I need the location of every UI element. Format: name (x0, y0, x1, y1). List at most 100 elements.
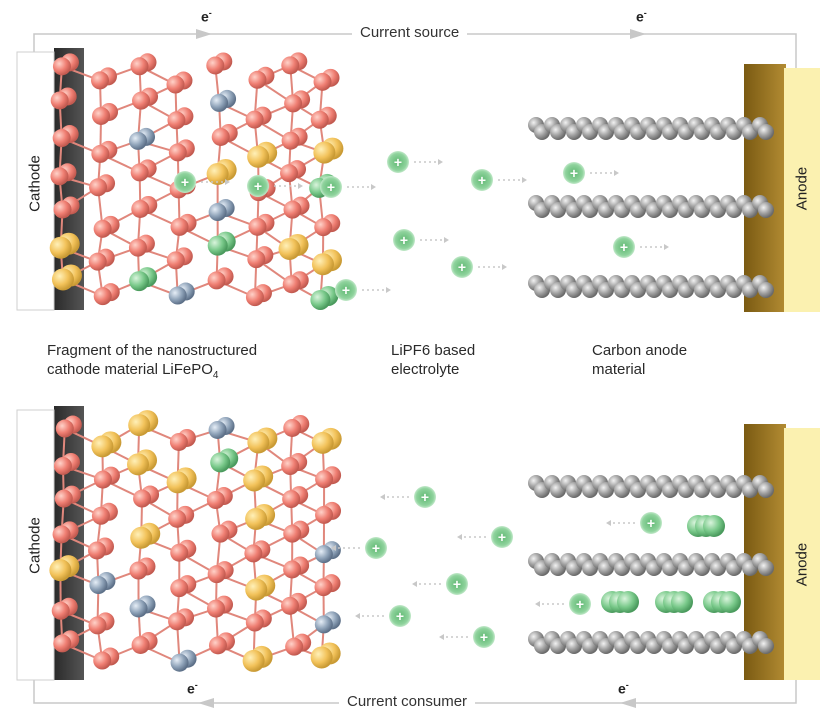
bottom-electron-label-right: e- (618, 680, 629, 697)
ion-plus-sign: + (394, 154, 402, 170)
lithium-ion (387, 151, 409, 173)
ion-motion-arrow (614, 170, 619, 176)
oxygen-atom (283, 560, 302, 579)
oxygen-atom (50, 91, 69, 110)
ion-plus-sign: + (478, 172, 486, 188)
iron-atom (51, 268, 74, 291)
oxygen-atom (169, 432, 188, 451)
oxygen-atom (206, 56, 225, 75)
current-source-label: Current source (352, 24, 468, 41)
ion-plus-sign: + (647, 515, 655, 531)
oxygen-atom (248, 217, 267, 236)
top-cathode-lattice (49, 52, 344, 310)
phosphorus-atom (314, 545, 333, 564)
iron-atom (243, 469, 266, 492)
ion-motion-arrow (438, 159, 443, 165)
oxygen-atom (280, 596, 299, 615)
oxygen-atom (248, 70, 267, 89)
oxygen-atom (170, 217, 189, 236)
ion-plus-sign: + (498, 529, 506, 545)
oxygen-atom (211, 524, 230, 543)
iron-atom (247, 431, 270, 454)
ion-plus-sign: + (576, 596, 584, 612)
lithium-ion (563, 162, 585, 184)
ion-plus-sign: + (453, 576, 461, 592)
oxygen-atom (170, 579, 189, 598)
oxygen-atom (168, 509, 187, 528)
oxygen-atom (89, 178, 108, 197)
phosphorus-atom (129, 131, 148, 150)
oxygen-atom (91, 506, 110, 525)
iron-atom (130, 526, 153, 549)
oxygen-atom (51, 601, 70, 620)
iron-atom (313, 141, 336, 164)
ion-motion-arrow (664, 244, 669, 250)
ion-plus-sign: + (342, 282, 350, 298)
oxygen-atom (132, 91, 151, 110)
oxygen-atom (244, 544, 263, 563)
intercalated-lithium (719, 591, 741, 613)
ion-plus-sign: + (458, 259, 466, 275)
lithium-ion (414, 486, 436, 508)
iron-atom (166, 471, 189, 494)
oxygen-atom (166, 251, 185, 270)
ion-plus-sign: + (327, 179, 335, 195)
oxygen-atom (133, 489, 152, 508)
oxygen-atom (314, 218, 333, 237)
oxygen-atom (130, 163, 149, 182)
ion-motion-arrow (457, 534, 462, 540)
phosphorus-atom (314, 615, 333, 634)
lithium-ion (491, 526, 513, 548)
oxygen-atom (211, 127, 230, 146)
ion-motion-arrow (535, 601, 540, 607)
lithium-ions: ++++++++++++++++++ (174, 151, 741, 648)
lithium-ion (446, 573, 468, 595)
oxygen-atom (88, 252, 107, 271)
oxygen-atom (53, 456, 72, 475)
phosphorus-atom (89, 576, 108, 595)
top-graphite-layers (528, 117, 774, 298)
oxygen-atom (170, 543, 189, 562)
lithium-ion (365, 537, 387, 559)
iron-atom (127, 453, 150, 476)
lithium-ion (569, 593, 591, 615)
bottom-cathode-lattice (49, 410, 342, 672)
oxygen-atom (93, 470, 112, 489)
cathode-caption: Fragment of the nanostructured cathode m… (47, 342, 258, 381)
ion-plus-sign: + (421, 489, 429, 505)
top-wire-arrow-left (196, 29, 212, 39)
bottom-wire-arrow-right (620, 698, 636, 708)
oxygen-atom (285, 637, 304, 656)
ion-plus-sign: + (480, 629, 488, 645)
iron-atom (128, 414, 151, 437)
carbon-atom (758, 560, 774, 576)
oxygen-atom (207, 271, 226, 290)
ion-motion-arrow (444, 237, 449, 243)
top-electron-label-left: e- (201, 8, 212, 25)
bottom-wire-arrow-left (198, 698, 214, 708)
carbon-atom (758, 124, 774, 140)
ion-plus-sign: + (254, 178, 262, 194)
ion-motion-arrow (412, 581, 417, 587)
carbon-atom (758, 638, 774, 654)
oxygen-atom (207, 565, 226, 584)
lithium-ion (613, 236, 635, 258)
iron-atom (278, 237, 301, 260)
ion-plus-sign: + (372, 540, 380, 556)
lithium-ion (389, 605, 411, 627)
ion-motion-arrow (225, 179, 230, 185)
ion-motion-arrow (298, 183, 303, 189)
iron-atom (245, 507, 268, 530)
oxygen-atom (55, 419, 74, 438)
bottom-anode-label: Anode (793, 542, 811, 587)
oxygen-atom (206, 491, 225, 510)
oxygen-atom (91, 144, 110, 163)
oxygen-atom (283, 418, 302, 437)
oxygen-atom (93, 219, 112, 238)
ion-motion-arrow (371, 184, 376, 190)
ion-plus-sign: + (620, 239, 628, 255)
oxygen-atom (52, 525, 71, 544)
oxygen-atom (208, 636, 227, 655)
lithium-atom (210, 452, 231, 473)
ion-motion-arrow (380, 494, 385, 500)
